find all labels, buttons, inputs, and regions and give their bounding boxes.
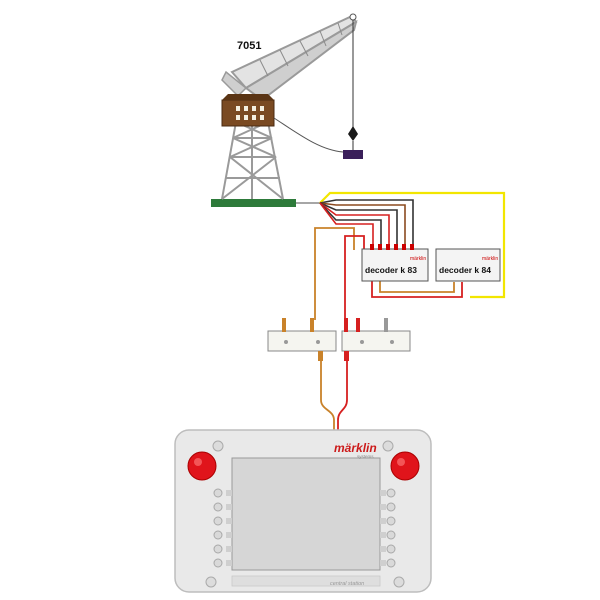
left-fn-button[interactable] [213, 488, 223, 498]
crane-jib-lattice [259, 22, 343, 77]
central-station-screen [231, 457, 381, 571]
magnet-load [343, 150, 363, 159]
right-speed-knob[interactable] [390, 451, 420, 481]
stop-button-right[interactable] [382, 440, 394, 452]
yellow-wire [319, 191, 506, 299]
decoder-k83-label: decoder k 83 [365, 265, 417, 275]
left-fn-button[interactable] [213, 558, 223, 568]
decoder-k83: decoder k 83 märklin [361, 244, 429, 282]
left-fn-button[interactable] [213, 502, 223, 512]
connector-plate-left [267, 318, 337, 361]
left-fn-button[interactable] [213, 544, 223, 554]
crane-jib [230, 14, 358, 102]
decoder-k84: decoder k 84 märklin [435, 248, 501, 282]
right-fn-button[interactable] [386, 558, 396, 568]
left-fn-button[interactable] [213, 530, 223, 540]
power-wiring [314, 227, 463, 320]
stop-button-left[interactable] [212, 440, 224, 452]
decoder-k84-label: decoder k 84 [439, 265, 491, 275]
crane-model-label: 7051 [237, 40, 261, 52]
right-fn-button[interactable] [386, 530, 396, 540]
left-side-slots [226, 490, 232, 566]
right-side-slots [380, 490, 386, 566]
crane: 7051 [211, 13, 363, 207]
right-fn-button[interactable] [386, 488, 396, 498]
crane-base [211, 199, 296, 207]
right-fn-button[interactable] [386, 516, 396, 526]
connector-plate-right [341, 318, 411, 361]
crane-wire-bundle [296, 191, 506, 299]
decoder-k83-body [361, 248, 429, 282]
cabin-roof [222, 94, 274, 100]
bottom-button-right[interactable] [393, 576, 405, 588]
crane-cabin [221, 99, 275, 127]
right-fn-button[interactable] [386, 502, 396, 512]
magnet-cable [273, 117, 344, 153]
crane-tower [221, 121, 284, 200]
brown-wire [314, 227, 355, 320]
station-caption: central station [330, 581, 364, 587]
decoder-k83-badge: märklin [410, 256, 426, 262]
right-fn-button[interactable] [386, 544, 396, 554]
right-function-buttons [386, 488, 396, 568]
jib-tip-pulley [349, 13, 357, 21]
red-wire [344, 235, 365, 320]
decoder-k84-badge: märklin [482, 256, 498, 262]
central-station: märklin systems central station [174, 429, 432, 593]
left-speed-knob[interactable] [187, 451, 217, 481]
station-brand-sub: systems [357, 454, 374, 459]
left-fn-button[interactable] [213, 516, 223, 526]
decoder-k84-body [435, 248, 501, 282]
station-feed-wires [320, 361, 348, 432]
hook-icon [348, 126, 358, 141]
cabin-windows [236, 106, 264, 120]
bottom-button-left[interactable] [205, 576, 217, 588]
left-function-buttons [213, 488, 223, 568]
station-brand: märklin [334, 441, 377, 455]
